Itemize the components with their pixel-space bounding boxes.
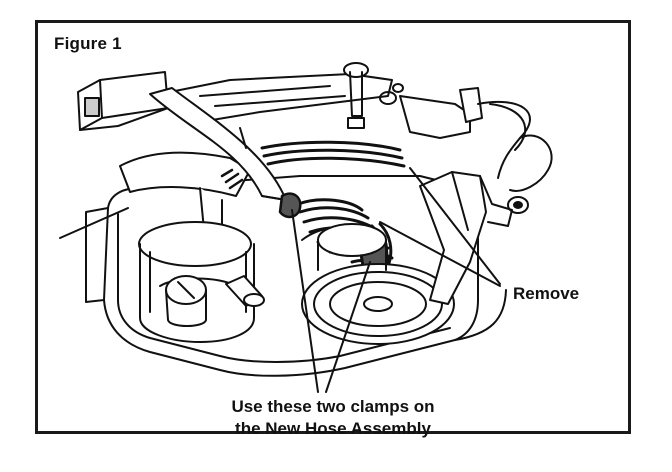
center-hose-clamp bbox=[278, 192, 302, 219]
clamps-callout: Use these two clamps on the New Hose Ass… bbox=[188, 396, 478, 440]
figure-title: Figure 1 bbox=[54, 34, 122, 53]
clamp-leader-lines bbox=[291, 209, 371, 393]
left-hose-clamp bbox=[220, 168, 244, 190]
clamps-callout-line2: the New Hose Assembly bbox=[235, 419, 431, 438]
top-bracket bbox=[169, 62, 404, 129]
air-filter-box bbox=[77, 71, 169, 131]
remove-leader-lines bbox=[379, 167, 501, 287]
right-side-housing bbox=[419, 171, 513, 305]
left-shaft bbox=[59, 127, 247, 239]
clamps-callout-line1: Use these two clamps on bbox=[231, 397, 435, 416]
left-small-tube bbox=[225, 275, 265, 307]
remove-callout: Remove bbox=[513, 284, 580, 303]
right-upper-assembly bbox=[399, 87, 553, 214]
left-fitting bbox=[165, 275, 207, 327]
right-pulley bbox=[301, 223, 455, 345]
